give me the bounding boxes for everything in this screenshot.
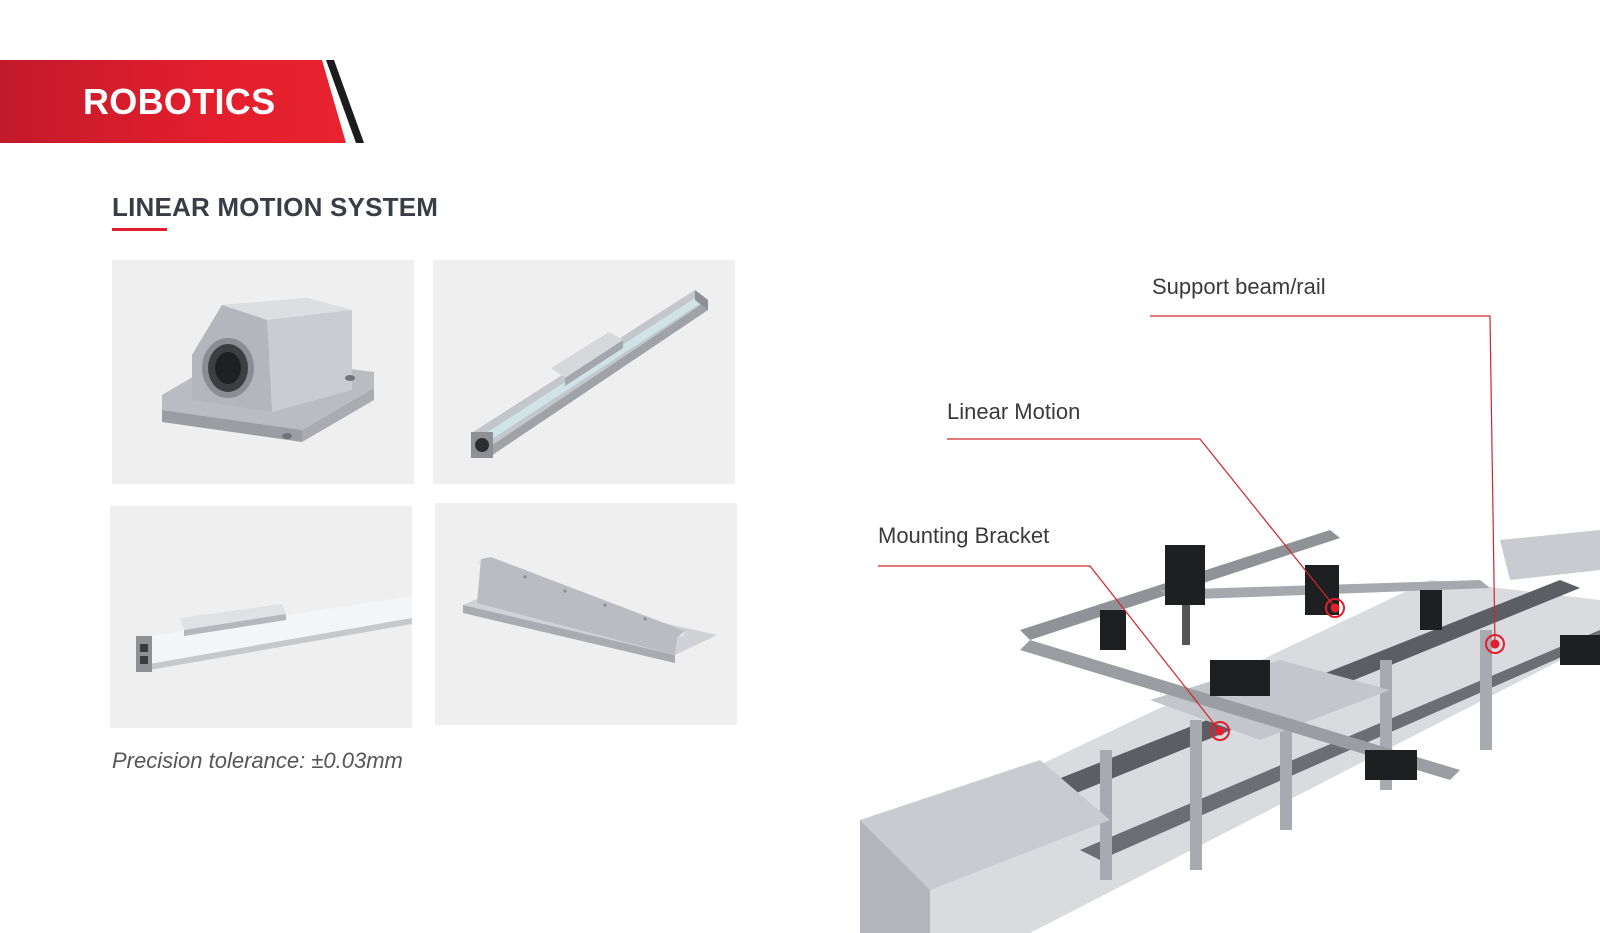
product-tile-guide-rail: [110, 506, 412, 728]
product-tile-mounting-bracket: [435, 503, 737, 725]
section-title: LINEAR MOTION SYSTEM: [112, 192, 439, 222]
product-tile-bearing-block: [112, 260, 414, 484]
header-banner: [0, 60, 346, 143]
product-tile-actuator-rail: [433, 260, 735, 484]
callout-support-beam: Support beam/rail: [1152, 274, 1326, 299]
linear-actuator-rail-icon: [471, 290, 708, 458]
gantry-machine-illustration: [860, 520, 1600, 933]
callout-mounting-bracket: Mounting Bracket: [878, 523, 1050, 548]
precision-caption: Precision tolerance: ±0.03mm: [112, 748, 403, 773]
guide-rail-profile-icon: [136, 596, 412, 672]
linear-bearing-block-icon: [162, 298, 374, 442]
section-underline: [112, 228, 167, 231]
callout-linear-motion: Linear Motion: [947, 399, 1081, 424]
gantry-machine-icon: [860, 530, 1600, 933]
mounting-bracket-icon: [463, 557, 717, 663]
page-title: ROBOTICS: [83, 81, 276, 122]
